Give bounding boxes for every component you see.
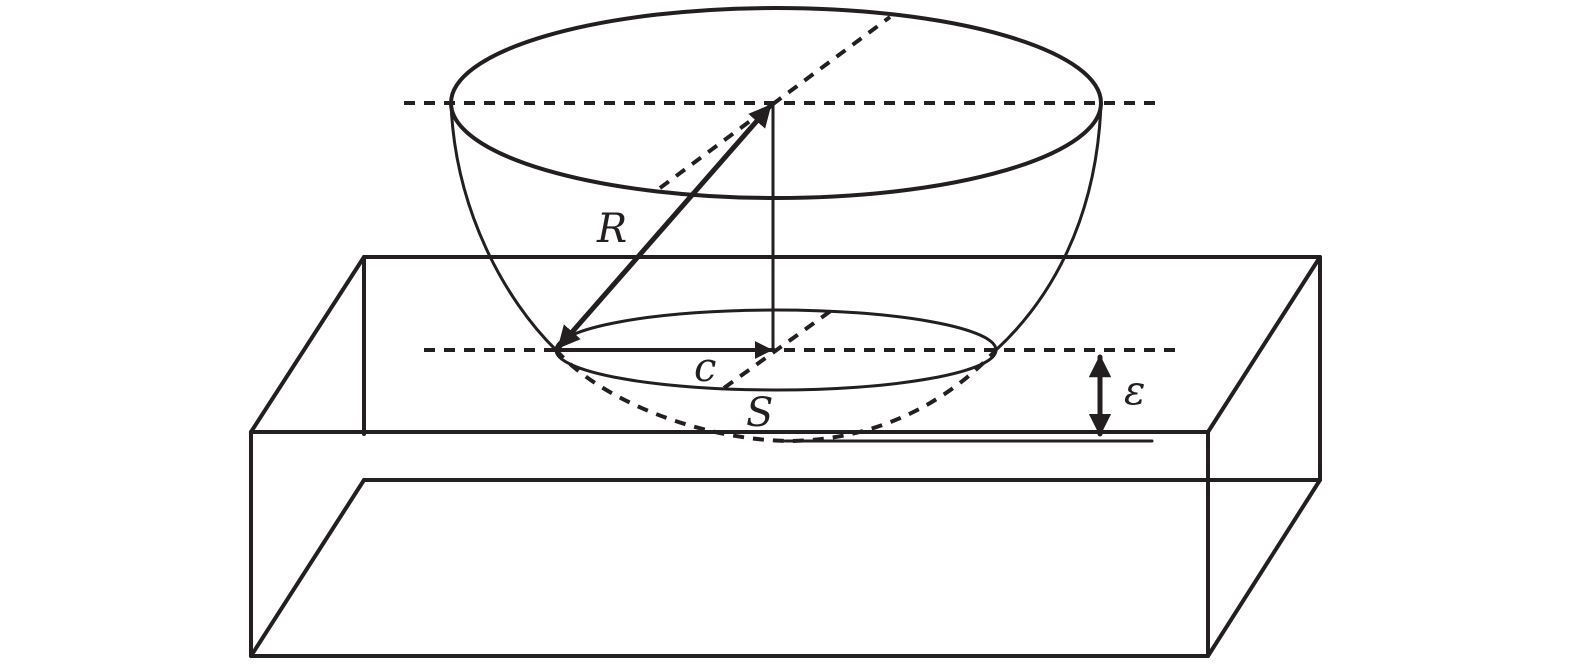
contact-dashed-diameter <box>722 308 834 390</box>
sink-depth-label: S <box>746 390 773 436</box>
radius-arrow <box>556 103 773 350</box>
block-edge-bottom-right <box>1206 478 1322 658</box>
hidden-cap-outline <box>554 348 998 444</box>
radius-label: R <box>596 206 627 252</box>
dimension-arrows <box>556 103 1112 437</box>
reference-lines <box>404 15 1175 390</box>
block-edge-bottom-left <box>249 478 366 658</box>
hemisphere-indenter <box>449 6 1103 444</box>
substrate-block <box>249 255 1322 658</box>
block-edge-top-left <box>249 255 366 434</box>
displacement-label: ε <box>1124 368 1145 414</box>
block-front-face <box>249 430 1210 658</box>
contact-radius-label: c <box>694 345 716 391</box>
hemisphere-left-side <box>449 101 558 352</box>
block-edge-top-right <box>1206 255 1322 434</box>
hemisphere-right-side <box>994 101 1103 352</box>
